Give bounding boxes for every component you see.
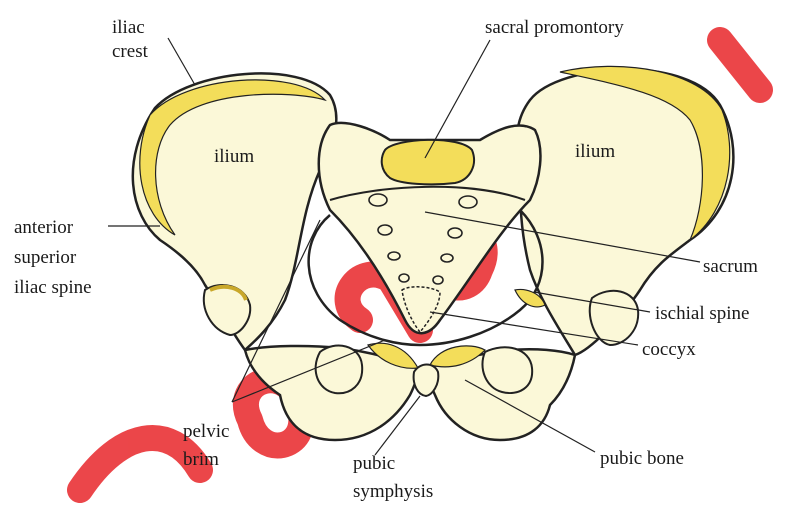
label-iliac-crest-line1: iliac: [112, 16, 145, 39]
label-ilium-left: ilium: [214, 145, 254, 168]
label-pelvic-brim-line2: brim: [183, 448, 219, 471]
label-asis-line3: iliac spine: [14, 276, 92, 299]
right-ischial-spine-shape: [590, 291, 638, 345]
label-pubic-symphysis-line2: symphysis: [353, 480, 433, 503]
label-pubic-symphysis-line1: pubic: [353, 452, 395, 475]
label-pubic-bone: pubic bone: [600, 447, 684, 470]
label-pelvic-brim-line1: pelvic: [183, 420, 229, 443]
label-iliac-crest-line2: crest: [112, 40, 148, 63]
label-sacral-promontory: sacral promontory: [485, 16, 624, 39]
right-obturator: [482, 347, 532, 393]
label-coccyx: coccyx: [642, 338, 696, 361]
label-sacrum: sacrum: [703, 255, 758, 278]
label-asis-line2: superior: [14, 246, 76, 269]
label-asis-line1: anterior: [14, 216, 73, 239]
label-ischial-spine: ischial spine: [655, 302, 749, 325]
sacral-promontory-shape: [382, 140, 474, 185]
label-ilium-right: ilium: [575, 140, 615, 163]
